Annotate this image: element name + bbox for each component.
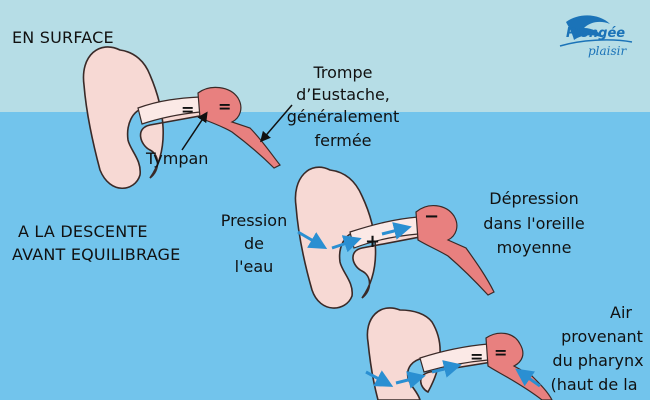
logo-swoosh [559,39,633,47]
pharynx-air-arrow [515,368,541,388]
air-label-line3: du pharynx [552,351,644,370]
logo-brand-subtitle: plaisir [588,44,627,58]
middle-ear [197,86,281,169]
pression-label-line1: Pression [220,211,288,230]
canal-arrow [381,222,412,240]
trompe-label-line2: d’Eustache, [296,85,390,104]
logo-brand-name: Plongée [566,26,626,41]
pression-label-line3: l'eau [234,257,274,276]
surface-eq-symbol-2: = [218,97,231,116]
tympan-pointer [181,111,208,151]
plus-symbol: + [365,231,380,252]
depression-label-line2: dans l'oreille [483,214,585,233]
air-label-line2: provenant [561,327,643,346]
air-label-line4: (haut de la [550,375,638,394]
depression-label-line3: moyenne [496,238,572,257]
ear-descent: + − [294,166,495,309]
pinna [82,46,207,189]
water-pressure-arrow [365,370,394,387]
trompe-label-line4: fermée [314,131,372,150]
trompe-pointer [260,104,293,143]
descent-caption-line1: A LA DESCENTE [18,222,148,241]
ear-equalizing: = = [365,307,553,400]
trompe-label-line1: Trompe [313,63,373,82]
water-pressure-arrow [297,230,328,250]
minus-symbol: − [424,206,439,227]
canal-arrow [331,235,362,253]
surface-caption: EN SURFACE [12,28,114,47]
descent-caption-line2: AVANT EQUILIBRAGE [12,245,181,264]
trompe-label-line3: généralement [286,107,400,126]
tympan-label: Tympan [146,149,209,168]
canal-arrow [431,360,462,378]
surface-eq-symbol-1: = [181,100,194,119]
pinna [366,307,493,400]
dolphin-icon [566,15,610,40]
canal-arrow [395,371,426,389]
pression-label-line2: de [244,234,264,253]
middle-ear [415,205,495,296]
ear-surface: = = [82,46,293,189]
air-label-line1: Air [610,303,632,322]
plongee-plaisir-logo [559,15,633,47]
eq-symbol: = [470,347,483,366]
depression-label-line1: Dépression [489,189,579,208]
eq-symbol: = [494,343,507,362]
